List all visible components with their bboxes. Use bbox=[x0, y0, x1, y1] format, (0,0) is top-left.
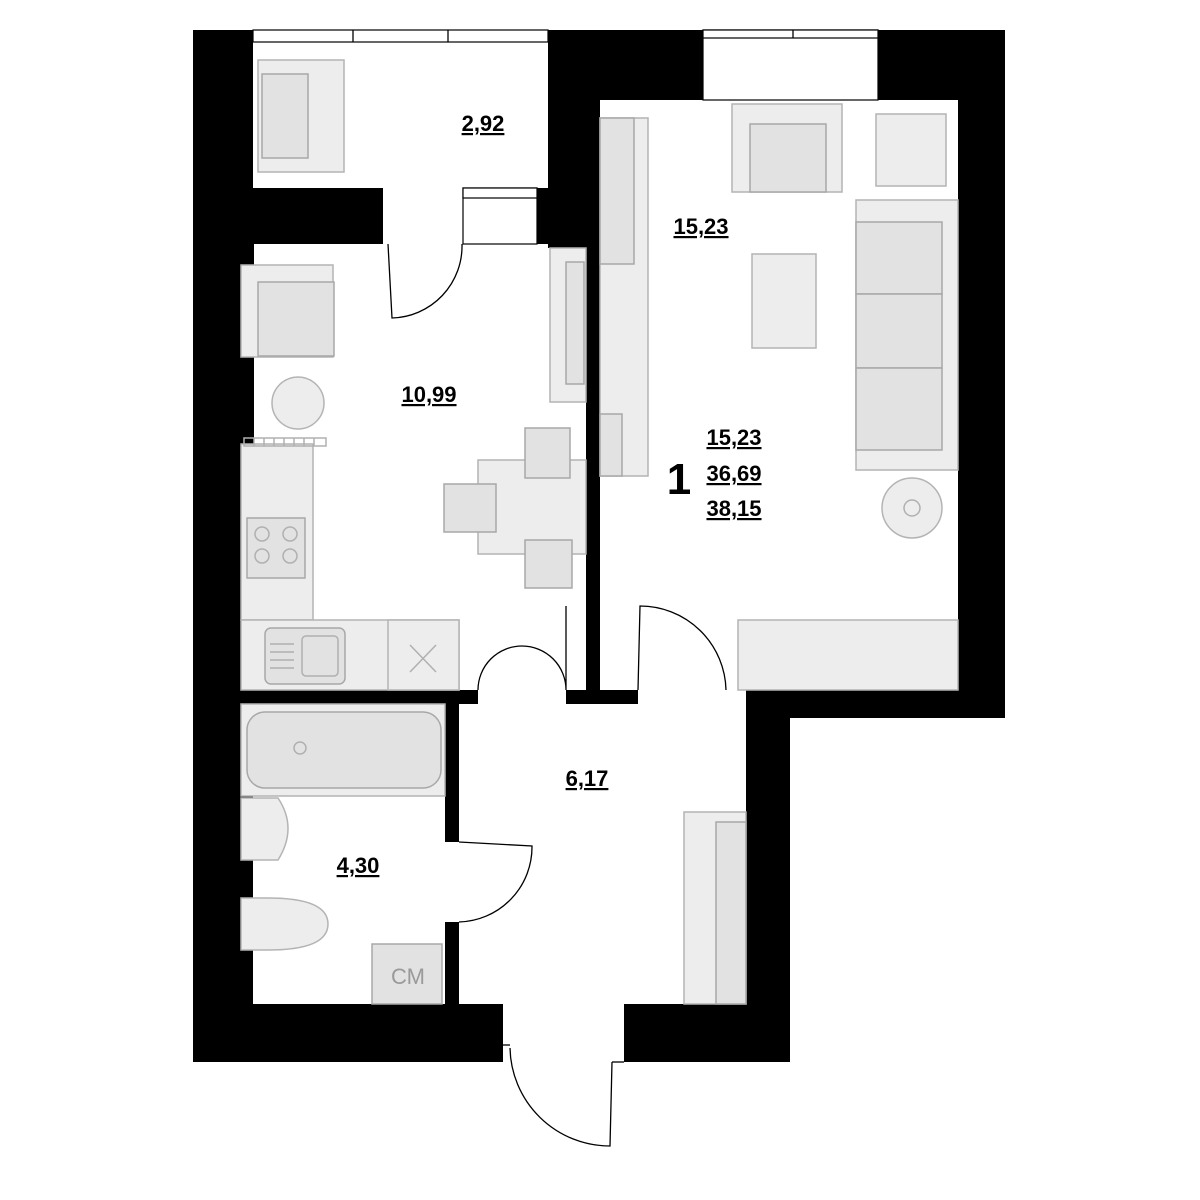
sink-icon bbox=[264, 627, 346, 685]
stove-icon bbox=[254, 526, 298, 564]
pouf bbox=[881, 477, 943, 539]
room-area-label: 10,99 bbox=[401, 382, 456, 407]
doors bbox=[387, 243, 727, 1147]
living-area: 15,23 bbox=[706, 425, 761, 450]
kitchen-furniture bbox=[240, 247, 587, 691]
windows bbox=[252, 29, 879, 245]
room-area-label: 4,30 bbox=[337, 853, 380, 878]
total-area-with-balcony: 38,15 bbox=[706, 496, 761, 521]
living-room-furniture bbox=[599, 103, 959, 691]
round-table bbox=[271, 376, 325, 430]
room-area-label: 6,17 bbox=[566, 766, 609, 791]
room-area-label: 15,23 bbox=[673, 214, 728, 239]
plant-icon bbox=[875, 113, 947, 187]
radiator-icon bbox=[243, 437, 327, 447]
total-area: 36,69 bbox=[706, 461, 761, 486]
walls bbox=[193, 30, 1005, 1062]
bathroom-furniture bbox=[240, 703, 446, 1005]
room-area-label: 2,92 bbox=[462, 111, 505, 136]
wardrobe bbox=[737, 619, 959, 691]
chair bbox=[443, 483, 497, 533]
room-labels: 2,92 15,23 10,99 6,17 4,30 bbox=[337, 111, 729, 878]
rooms-count: 1 bbox=[667, 455, 691, 504]
chair bbox=[524, 539, 573, 589]
hallway-furniture bbox=[683, 811, 747, 1005]
toilet-icon bbox=[240, 897, 329, 951]
balcony-furniture bbox=[257, 59, 345, 173]
washbasin-icon bbox=[240, 797, 289, 861]
washing-machine-label: СМ bbox=[391, 964, 425, 989]
apartment-summary: 1 15,23 36,69 38,15 bbox=[667, 425, 762, 521]
chair bbox=[524, 427, 571, 479]
